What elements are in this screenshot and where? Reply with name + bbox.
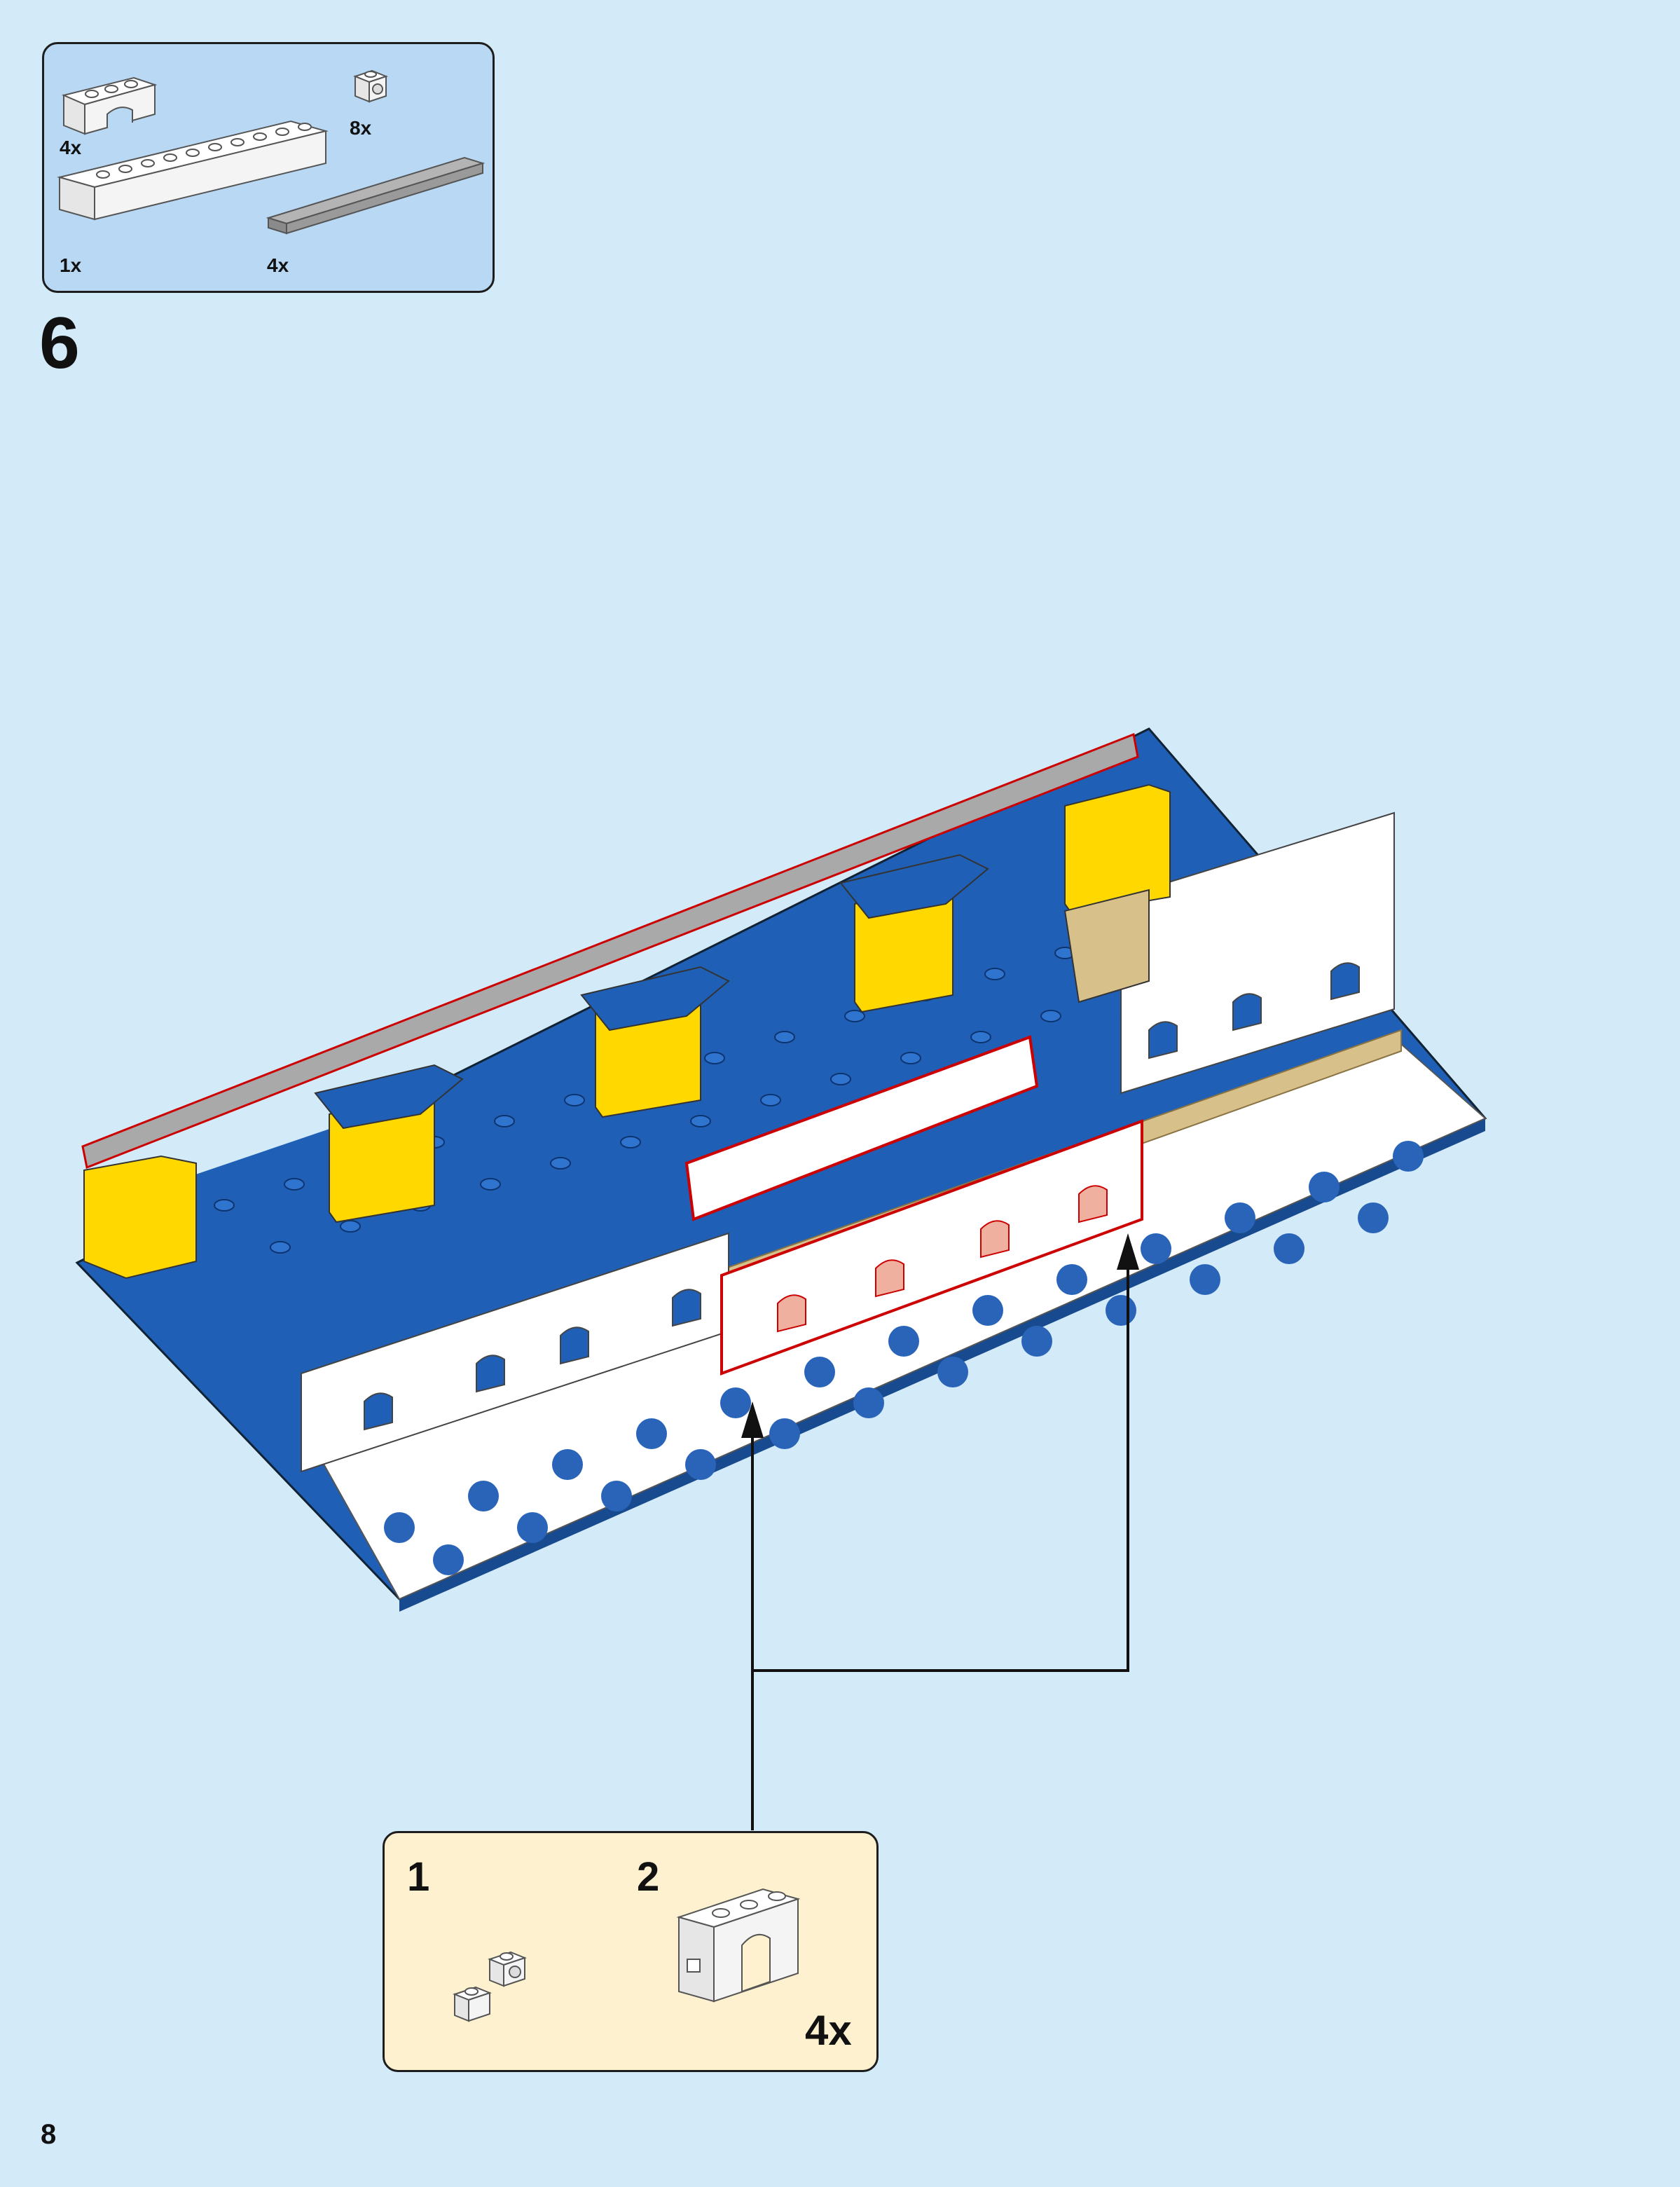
substep-1-brackets: [453, 1951, 527, 2022]
wall-arches: [364, 962, 1360, 1431]
substep-2-arch: [676, 1888, 801, 2003]
gray-tile-part: [266, 156, 486, 235]
arch-quantity: 4x: [60, 137, 82, 158]
blue-slopes: [314, 853, 989, 1130]
gray-beam: [81, 732, 1139, 1170]
white-bracket-part: [353, 69, 388, 103]
substep-1-number: 1: [407, 1854, 430, 1900]
white-brick-part: [57, 120, 329, 221]
bracket-quantity: 8x: [350, 117, 372, 139]
new-arch-openings: [777, 1185, 1108, 1333]
tile-quantity: 4x: [267, 254, 289, 276]
tile-floor-pattern: [384, 1141, 1424, 1575]
tan-brick: [1063, 889, 1150, 1003]
arrow-head-left: [741, 1401, 764, 1438]
new-white-brick: [684, 1035, 1039, 1221]
substep-2-number: 2: [637, 1854, 660, 1900]
white-wall-right: [1120, 811, 1395, 1095]
brick-quantity: 1x: [60, 254, 82, 276]
new-arch-row: [720, 1119, 1143, 1376]
white-arch-part: [61, 76, 158, 135]
subassembly-quantity: 4x: [805, 2007, 852, 2054]
parts-list-callout: 4x 8x 1x 4x: [42, 42, 495, 293]
arrow-head-right: [1117, 1233, 1139, 1270]
step-number: 6: [39, 303, 80, 384]
subassembly-callout: 1 2 4x: [383, 1831, 879, 2072]
callout-arrows: [751, 1256, 1129, 1830]
page-number: 8: [41, 2119, 57, 2150]
